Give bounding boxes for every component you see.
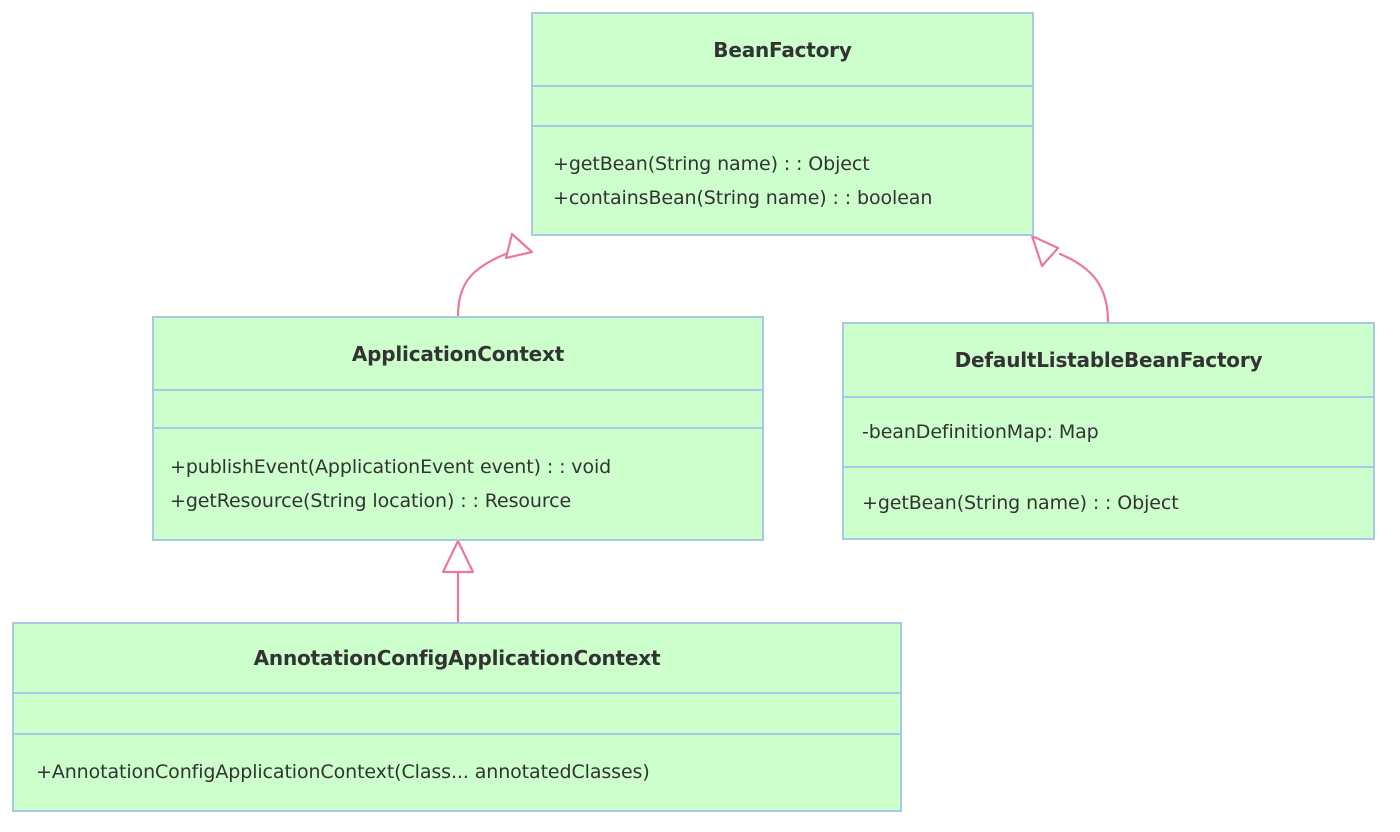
class-attributes-section-applicationcontext [154,389,762,427]
class-method-row: +getBean(String name) : : Object [862,492,1179,514]
edge-annotationconfigapplicationcontext-to-applicationcontext [441,539,475,624]
class-methods-section-beanfactory: +getBean(String name) : : Object +contai… [533,125,1032,234]
class-method-row: +getBean(String name) : : Object [553,152,870,175]
class-attribute-row: -beanDefinitionMap: Map [862,421,1099,443]
class-title-applicationcontext: ApplicationContext [351,341,565,366]
class-attributes-section-defaultlistablebeanfactory: -beanDefinitionMap: Map [844,396,1373,466]
class-methods-section-defaultlistablebeanfactory: +getBean(String name) : : Object [844,466,1373,538]
class-box-applicationcontext[interactable]: ApplicationContext +publishEvent(Applica… [152,316,764,541]
class-attributes-section-annotationconfigapplicationcontext [14,692,900,733]
class-title-section-applicationcontext: ApplicationContext [154,318,762,389]
class-title-annotationconfigapplicationcontext: AnnotationConfigApplicationContext [253,646,661,671]
class-title-section-beanfactory: BeanFactory [533,14,1032,85]
class-title-beanfactory: BeanFactory [713,37,852,62]
class-method-row: +AnnotationConfigApplicationContext(Clas… [36,761,650,784]
class-method-row: +publishEvent(ApplicationEvent event) : … [170,456,612,478]
class-box-beanfactory[interactable]: BeanFactory +getBean(String name) : : Ob… [531,12,1034,236]
class-attributes-section-beanfactory [533,85,1032,125]
class-methods-section-annotationconfigapplicationcontext: +AnnotationConfigApplicationContext(Clas… [14,732,900,810]
edge-applicationcontext-to-beanfactory [456,232,534,318]
class-title-section-annotationconfigapplicationcontext: AnnotationConfigApplicationContext [14,624,900,692]
class-title-section-defaultlistablebeanfactory: DefaultListableBeanFactory [844,324,1373,396]
class-box-defaultlistablebeanfactory[interactable]: DefaultListableBeanFactory -beanDefiniti… [842,322,1375,540]
class-box-annotationconfigapplicationcontext[interactable]: AnnotationConfigApplicationContext +Anno… [12,622,902,812]
class-method-row: +containsBean(String name) : : boolean [553,186,933,209]
edge-defaultlistablebeanfactory-to-beanfactory [1030,234,1110,324]
class-title-defaultlistablebeanfactory: DefaultListableBeanFactory [954,348,1263,372]
class-method-row: +getResource(String location) : : Resour… [170,490,572,512]
class-methods-section-applicationcontext: +publishEvent(ApplicationEvent event) : … [154,427,762,539]
